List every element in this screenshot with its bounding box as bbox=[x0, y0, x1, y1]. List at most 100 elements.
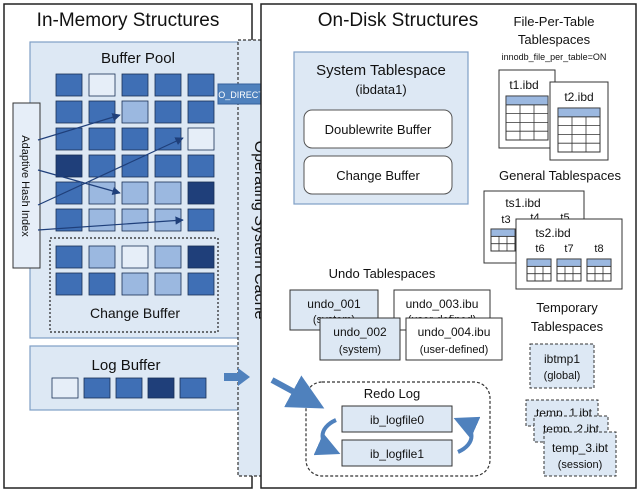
file-per-table-setting: innodb_file_per_table=ON bbox=[502, 52, 607, 62]
buffer-page bbox=[121, 127, 149, 151]
ib-logfile1-label: ib_logfile1 bbox=[370, 447, 424, 461]
buffer-page bbox=[88, 100, 116, 124]
ts2-table-t6: t6 bbox=[535, 243, 544, 255]
buffer-page bbox=[154, 272, 182, 296]
undo-004-sub: (user-defined) bbox=[420, 344, 488, 356]
os-cache-to-redo-log-arrow bbox=[270, 375, 325, 409]
buffer-page bbox=[55, 73, 83, 97]
log-buffer-page bbox=[51, 377, 79, 399]
buffer-page bbox=[88, 127, 116, 151]
undo-tablespaces-title: Undo Tablespaces bbox=[329, 266, 436, 281]
buffer-page bbox=[88, 73, 116, 97]
buffer-page bbox=[187, 245, 215, 269]
buffer-page bbox=[55, 272, 83, 296]
ibtmp1-label: ibtmp1 bbox=[544, 352, 580, 366]
temporary-tablespaces-title-2: Tablespaces bbox=[531, 319, 604, 334]
buffer-page bbox=[121, 208, 149, 232]
buffer-page bbox=[121, 154, 149, 178]
log-buffer-to-os-cache-arrow bbox=[224, 368, 250, 386]
doublewrite-buffer-label: Doublewrite Buffer bbox=[325, 122, 432, 137]
buffer-page bbox=[154, 73, 182, 97]
change-buffer-page-grid bbox=[55, 245, 215, 296]
t1-ibd-label: t1.ibd bbox=[509, 78, 538, 92]
buffer-page bbox=[154, 245, 182, 269]
ibtmp1-sub: (global) bbox=[544, 370, 581, 382]
undo-003-label: undo_003.ibu bbox=[406, 297, 479, 311]
ib-logfile1 bbox=[341, 439, 453, 467]
undo-004-label: undo_004.ibu bbox=[418, 325, 491, 339]
buffer-page bbox=[154, 154, 182, 178]
ts2-table-t8: t8 bbox=[594, 243, 603, 255]
buffer-pool-title: Buffer Pool bbox=[101, 50, 175, 67]
doublewrite-buffer bbox=[303, 109, 453, 149]
ts1-table-t3: t3 bbox=[501, 214, 510, 226]
adaptive-hash-index-label: Adaptive Hash Index bbox=[19, 135, 31, 237]
buffer-pool-page-grid bbox=[55, 73, 215, 232]
ts1-table-t5: t5 bbox=[560, 212, 569, 224]
buffer-page bbox=[121, 100, 149, 124]
table-header-row bbox=[490, 228, 516, 237]
buffer-page bbox=[55, 208, 83, 232]
disk-change-buffer bbox=[303, 155, 453, 195]
temp-3-label: temp_3.ibt bbox=[552, 441, 609, 455]
log-buffer-page bbox=[179, 377, 207, 399]
redo-cycle-arrow-left bbox=[313, 418, 341, 456]
on-disk-title: On-Disk Structures bbox=[318, 10, 478, 31]
buffer-page bbox=[187, 100, 215, 124]
ib-logfile0 bbox=[341, 405, 453, 433]
temporary-tablespaces-title-1: Temporary bbox=[536, 300, 598, 315]
buffer-page bbox=[187, 127, 215, 151]
ts2-table-t7: t7 bbox=[564, 243, 573, 255]
buffer-page bbox=[55, 245, 83, 269]
buffer-page bbox=[154, 127, 182, 151]
ts1-ibd-label: ts1.ibd bbox=[505, 196, 540, 210]
table-header-row bbox=[586, 258, 612, 267]
adaptive-hash-index bbox=[12, 102, 41, 269]
buffer-page bbox=[55, 100, 83, 124]
ts1-table-t4: t4 bbox=[530, 212, 539, 224]
buffer-page bbox=[187, 181, 215, 205]
buffer-page bbox=[121, 272, 149, 296]
memory-change-buffer bbox=[49, 237, 219, 333]
buffer-page bbox=[55, 181, 83, 205]
disk-change-buffer-label: Change Buffer bbox=[336, 168, 420, 183]
undo-002-sub: (system) bbox=[339, 344, 381, 356]
log-buffer-page bbox=[83, 377, 111, 399]
log-buffer-page bbox=[147, 377, 175, 399]
buffer-page bbox=[154, 100, 182, 124]
temp-3-sub: (session) bbox=[558, 459, 603, 471]
system-tablespace-title: System Tablespace bbox=[316, 62, 446, 79]
buffer-page bbox=[187, 272, 215, 296]
buffer-page bbox=[154, 181, 182, 205]
t2-ibd-label: t2.ibd bbox=[564, 90, 593, 104]
ts2-table-icons bbox=[526, 258, 612, 282]
hash-index-arrows bbox=[37, 113, 184, 231]
t2-table-icon bbox=[557, 107, 601, 153]
buffer-page bbox=[88, 245, 116, 269]
buffer-page bbox=[55, 154, 83, 178]
buffer-page bbox=[88, 154, 116, 178]
buffer-page bbox=[187, 73, 215, 97]
table-header-row bbox=[556, 258, 582, 267]
redo-log-title: Redo Log bbox=[364, 386, 420, 401]
undo-002-label: undo_002 bbox=[333, 325, 387, 339]
redo-cycle-arrow-right bbox=[453, 416, 481, 454]
o-direct-label: O_DIRECT bbox=[218, 90, 264, 100]
buffer-page bbox=[55, 127, 83, 151]
buffer-page bbox=[88, 208, 116, 232]
buffer-page bbox=[187, 154, 215, 178]
buffer-page bbox=[121, 73, 149, 97]
undo-002-file bbox=[319, 317, 401, 361]
file-per-table-title-2: Tablespaces bbox=[518, 32, 591, 47]
table-header-row bbox=[557, 107, 601, 118]
buffer-page bbox=[88, 272, 116, 296]
ts1-table-icons bbox=[490, 228, 516, 252]
buffer-page bbox=[121, 245, 149, 269]
memory-change-buffer-label: Change Buffer bbox=[90, 305, 180, 321]
undo-004-file bbox=[405, 317, 503, 361]
ib-logfile0-label: ib_logfile0 bbox=[370, 413, 424, 427]
system-tablespace-subtitle: (ibdata1) bbox=[355, 82, 406, 97]
log-buffer-page bbox=[115, 377, 143, 399]
table-header-row bbox=[526, 258, 552, 267]
